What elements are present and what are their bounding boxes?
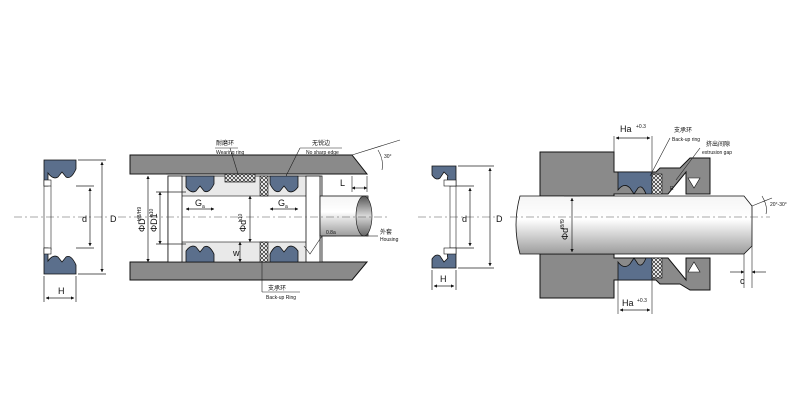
rod-assembly: Ha +0.3 支承环 Back-up ring 挤出间隙 extrusion … (510, 124, 787, 314)
inner-dia-label: d (82, 214, 87, 224)
svg-text:+0.3: +0.3 (637, 298, 647, 304)
right-inner-dia-label: d (462, 214, 467, 224)
chamfer-c-label: c (740, 276, 745, 286)
lower-left-seal (185, 245, 215, 263)
outer-dia-label: D (110, 214, 117, 224)
wear-ring-cn-label: 耐磨环 (216, 139, 234, 147)
wear-ring (224, 173, 256, 183)
lower-right-seal (269, 245, 299, 263)
svg-text:h10: h10 (149, 208, 155, 217)
rod-backup-ring-top (651, 173, 663, 195)
groove-width-left-label: G (195, 198, 202, 208)
backup-ring-top (259, 175, 269, 197)
rod-seal-top (617, 171, 653, 195)
svg-text:a: a (202, 204, 205, 210)
no-sharp-edge-en-label: No sharp edge (306, 150, 339, 156)
svg-text:H8/H9: H8/H9 (137, 207, 143, 221)
rod-seal-bottom (617, 257, 653, 281)
piston-assembly: G a G a Φd h10 w ΦD H8/H9 ΦD1 h10 耐磨 (118, 139, 401, 301)
left-end-plate (167, 175, 183, 263)
left-seal-section: D d H (14, 159, 117, 302)
rod-dia-label: Φd (560, 228, 570, 240)
backup-en-label: Back-up Ring (266, 295, 296, 301)
groove-width-right-label: G (278, 198, 285, 208)
rod-backup-cn-label: 支承环 (674, 126, 692, 134)
chamfer-length-label: L (340, 178, 345, 188)
upper-seal-profile (43, 159, 77, 250)
extrusion-cn-label: 挤出间隙 (706, 140, 730, 148)
rod (515, 195, 753, 255)
rod-backup-ring-bottom (651, 257, 663, 279)
backup-cn-label: 支承环 (268, 284, 286, 292)
groove-dia-label: ΦD1 (149, 213, 159, 232)
right-height-label: H (440, 274, 447, 284)
cylinder-wall-bottom (129, 261, 369, 281)
svg-text:+0.3: +0.3 (636, 124, 646, 130)
upper-left-seal (185, 175, 215, 193)
ha-top-label: Ha (620, 124, 632, 134)
seal-inner-dia-label: Φd (238, 220, 248, 232)
ha-bottom-label: Ha (622, 298, 634, 308)
angle-label: 30° (384, 154, 392, 160)
width-w-label: w (232, 248, 240, 258)
bore-dia-label: ΦD (137, 218, 147, 232)
svg-text:h10: h10 (238, 213, 244, 222)
cylinder-wall-top (129, 154, 369, 175)
upper-right-seal (269, 175, 299, 193)
housing-cn-label: 外套 (380, 228, 392, 236)
rod-angle-label: 20°-30° (770, 202, 787, 208)
no-sharp-edge-cn-label: 无锐边 (312, 139, 330, 147)
roughness-label: 0.8a (326, 230, 336, 236)
lower-seal-profile (43, 247, 77, 275)
extrusion-en-label: extrusion gap (702, 150, 732, 156)
wear-ring-en-label: Wearing ring (216, 150, 244, 156)
svg-text:f8/f9: f8/f9 (560, 219, 566, 229)
radius-label: R (670, 186, 674, 192)
housing-en-label: Housing (380, 237, 399, 243)
height-label: H (58, 286, 65, 296)
right-seal-section: D d H (418, 165, 503, 290)
svg-text:a: a (285, 204, 288, 210)
rod-backup-en-label: Back-up ring (672, 137, 700, 143)
right-outer-dia-label: D (496, 214, 503, 224)
backup-ring-bottom (259, 241, 269, 263)
